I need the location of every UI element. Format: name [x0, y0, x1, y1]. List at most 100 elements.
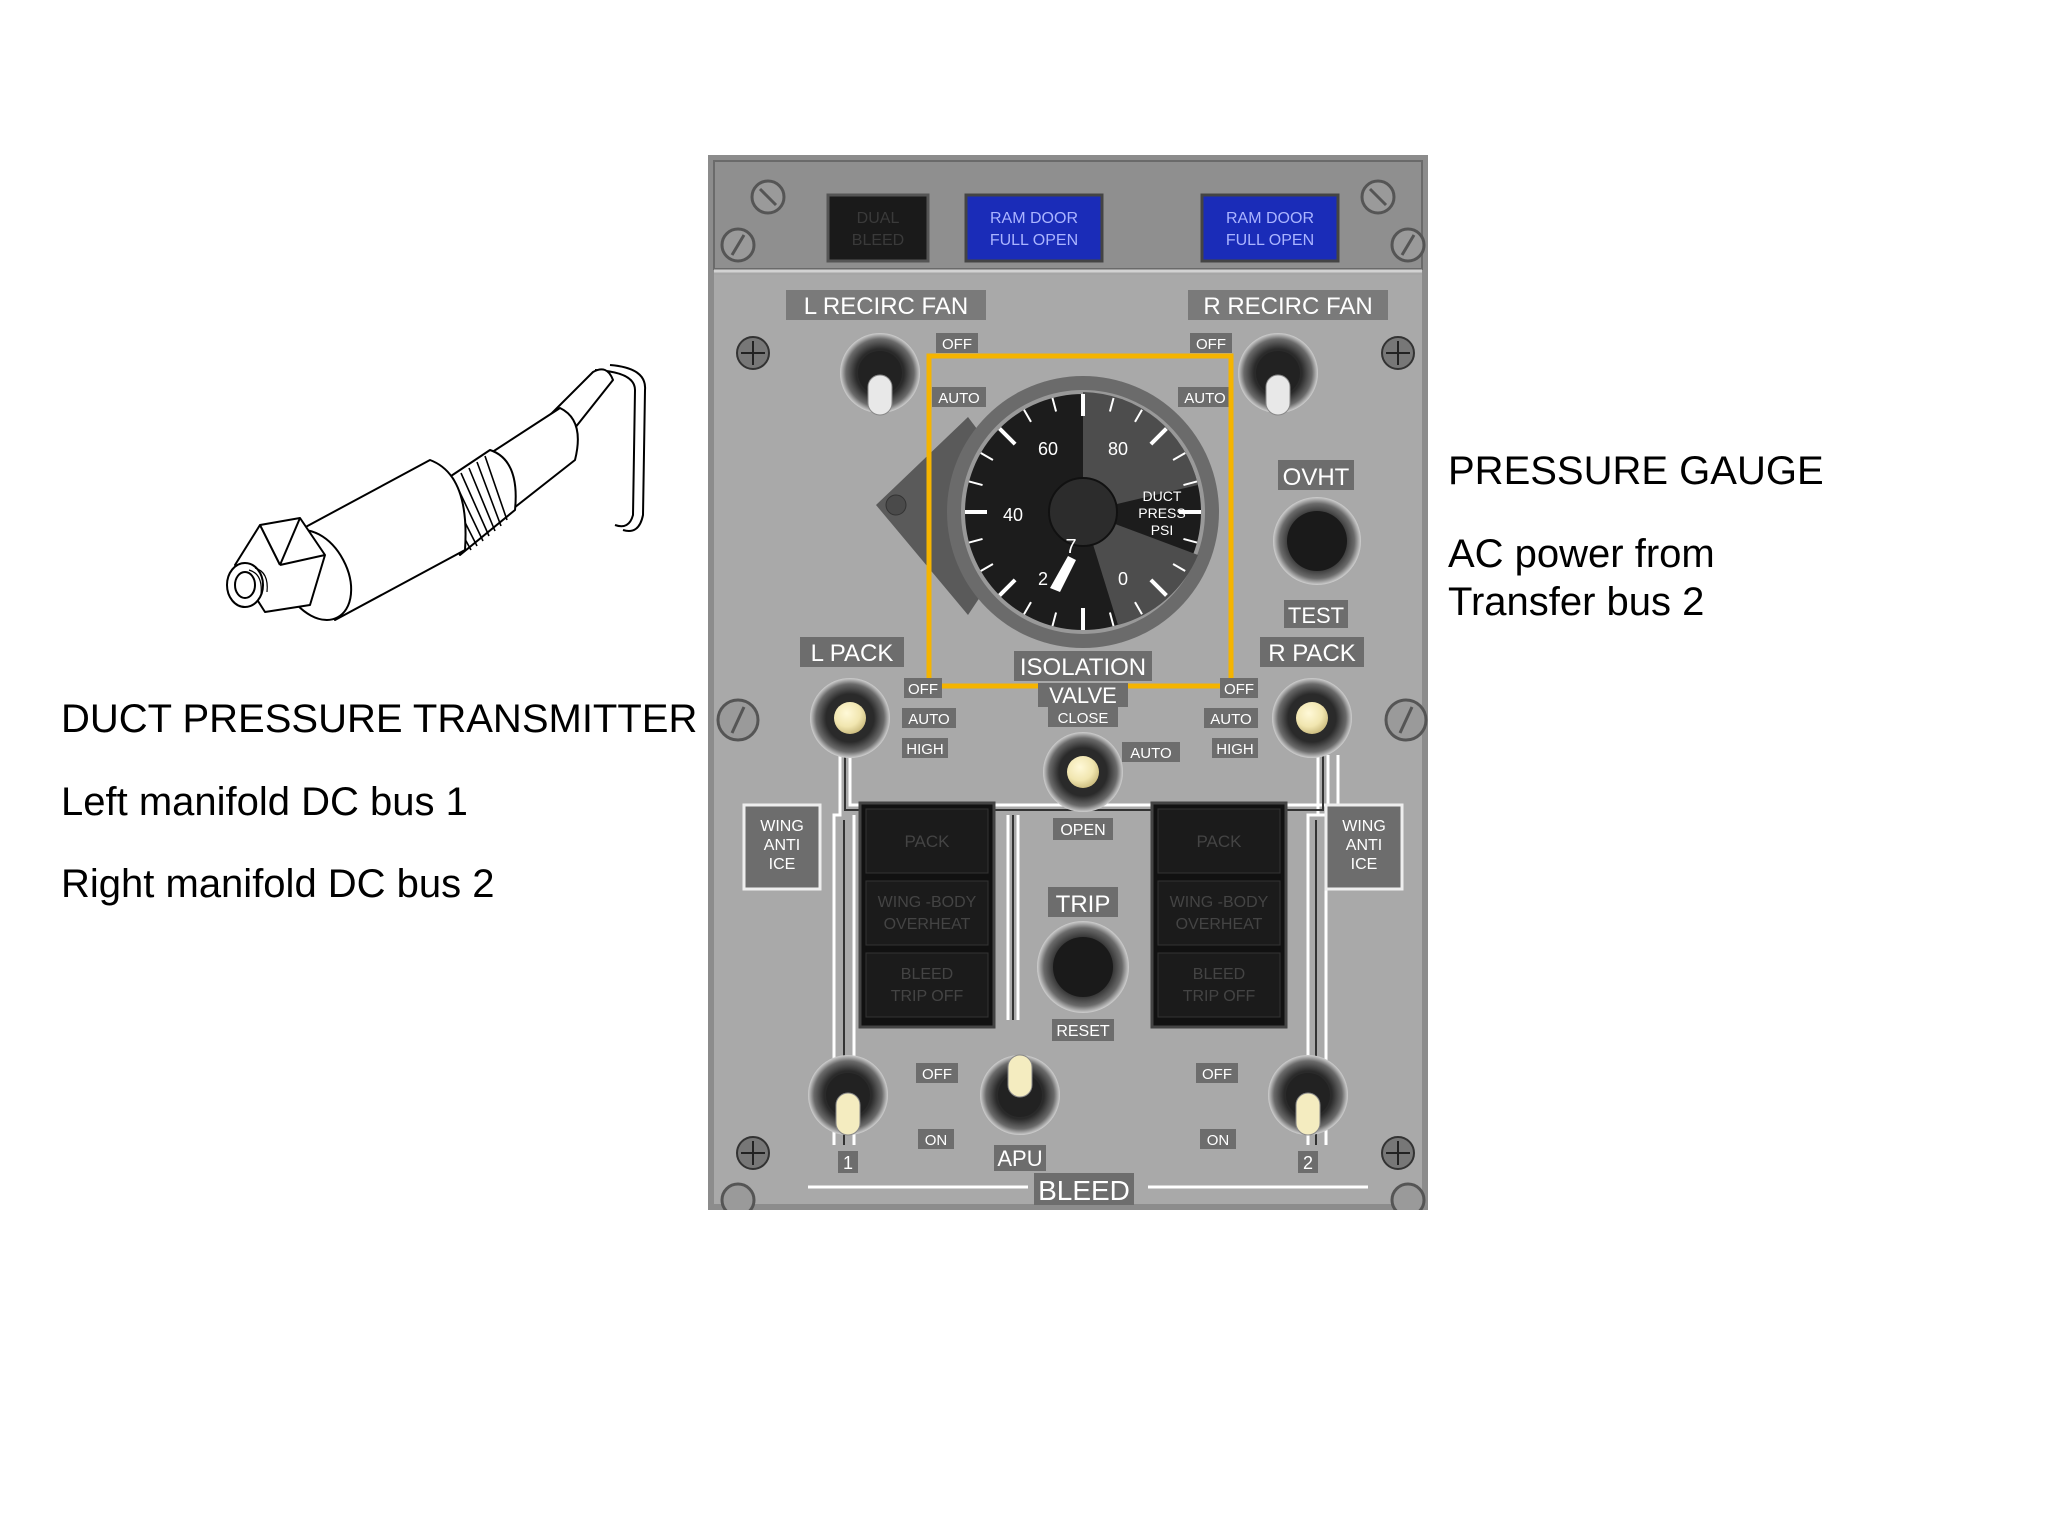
engine-2-bleed-switch[interactable] — [1268, 1055, 1348, 1136]
apu-label: APU — [997, 1146, 1042, 1171]
ovht-test-button[interactable] — [1273, 497, 1361, 585]
gauge-tick-mark — [1134, 409, 1143, 423]
gauge-tick-0: 0 — [1118, 569, 1128, 589]
l-pack-selector[interactable] — [810, 678, 890, 758]
engine-1-bleed-switch[interactable] — [808, 1055, 888, 1136]
r-pack-auto: AUTO — [1210, 711, 1251, 728]
gauge-tick-mark — [1051, 612, 1058, 627]
dual-bleed-line2: BLEED — [852, 232, 904, 249]
test-label: TEST — [1288, 603, 1344, 628]
r-recirc-fan-switch[interactable] — [1238, 333, 1318, 416]
gauge-tick-40: 40 — [1003, 505, 1023, 525]
ram-door-left-line1: RAM DOOR — [990, 210, 1078, 227]
l-pack-off: OFF — [908, 681, 938, 698]
gauge-tick-mark — [1172, 452, 1186, 461]
gauge-tick-mark — [1134, 601, 1143, 615]
gauge-tick-mark — [1149, 427, 1168, 446]
ram-door-right-line2: FULL OPEN — [1226, 232, 1314, 249]
gauge-tick-mark — [998, 427, 1017, 446]
gauge-tick-mark — [1023, 409, 1032, 423]
ram-door-right-line1: RAM DOOR — [1226, 210, 1314, 227]
left-bleed-trip-1: BLEED — [901, 966, 953, 983]
gauge-tick-2: 2 — [1038, 569, 1048, 589]
bleed-air-panel: DUAL BLEED RAM DOOR FULL OPEN RAM DOOR F… — [708, 155, 1428, 1210]
r-pack-high: HIGH — [1216, 741, 1254, 758]
right-wing-body-2: OVERHEAT — [1176, 916, 1263, 933]
gauge-tick-mark — [968, 480, 983, 487]
gauge-ticks — [965, 394, 1201, 630]
isolation-open: OPEN — [1060, 822, 1105, 839]
gauge-tick-mark — [1108, 612, 1115, 627]
gauge-label-press: PRESS — [1138, 505, 1185, 521]
l-pack-auto: AUTO — [908, 711, 949, 728]
wing-anti-ice-right-box: WING ANTI ICE — [1324, 803, 1404, 891]
left-bleed-trip-2: TRIP OFF — [891, 988, 964, 1005]
left-wing-body-2: OVERHEAT — [884, 916, 971, 933]
left-pack-annunciator: PACK — [904, 832, 950, 851]
gauge-tick-mark — [980, 452, 994, 461]
right-bleed-trip-2: TRIP OFF — [1183, 988, 1256, 1005]
gauge-title: PRESSURE GAUGE — [1448, 449, 1824, 493]
engine-1-label: 1 — [843, 1153, 853, 1173]
bleed-on-right: ON — [1207, 1132, 1230, 1149]
ram-door-left-line2: FULL OPEN — [990, 232, 1078, 249]
gauge-label-psi: PSI — [1151, 522, 1174, 538]
apu-bleed-switch[interactable] — [980, 1054, 1060, 1135]
gauge-label-duct: DUCT — [1143, 488, 1182, 504]
gauge-tick-mark — [1051, 397, 1058, 412]
valve-label: VALVE — [1049, 683, 1117, 708]
bleed-label: BLEED — [1038, 1175, 1130, 1206]
l-fan-off: OFF — [942, 336, 972, 353]
transmitter-right-manifold: Right manifold DC bus 2 — [61, 862, 495, 906]
isolation-valve-selector[interactable] — [1043, 732, 1123, 812]
gauge-tick-mark — [1108, 397, 1115, 412]
trip-label: TRIP — [1056, 891, 1111, 918]
wai-left-3: ICE — [769, 856, 796, 873]
duct-pressure-transmitter-drawing — [226, 364, 647, 621]
reset-label: RESET — [1056, 1023, 1110, 1040]
l-recirc-fan-switch[interactable] — [840, 333, 920, 416]
right-bleed-trip-1: BLEED — [1193, 966, 1245, 983]
wai-right-3: ICE — [1351, 856, 1378, 873]
gauge-tick-mark — [1183, 537, 1198, 544]
r-pack-selector[interactable] — [1272, 678, 1352, 758]
gauge-tick-mark — [1023, 601, 1032, 615]
ram-door-right-annunciator: RAM DOOR FULL OPEN — [1200, 193, 1340, 263]
isolation-auto: AUTO — [1130, 745, 1171, 762]
l-pack-high: HIGH — [906, 741, 944, 758]
left-wing-body-1: WING -BODY — [878, 894, 977, 911]
right-wing-body-1: WING -BODY — [1170, 894, 1269, 911]
gauge-tick-mark — [968, 537, 983, 544]
bleed-off-right: OFF — [1202, 1066, 1232, 1083]
l-recirc-fan-label: L RECIRC FAN — [804, 293, 968, 320]
wai-left-1: WING — [760, 818, 804, 835]
r-fan-off: OFF — [1196, 336, 1226, 353]
l-pack-label: L PACK — [811, 640, 894, 667]
wai-right-1: WING — [1342, 818, 1386, 835]
gauge-tick-mark — [1149, 578, 1168, 597]
isolation-label: ISOLATION — [1020, 654, 1146, 681]
left-annunciator-stack: PACK WING -BODY OVERHEAT BLEED TRIP OFF — [858, 801, 996, 1029]
close-label: CLOSE — [1058, 710, 1109, 727]
gauge-tick-60: 60 — [1038, 439, 1058, 459]
gauge-needle-left — [1050, 556, 1076, 592]
r-pack-off: OFF — [1224, 681, 1254, 698]
trip-reset-button[interactable] — [1037, 921, 1129, 1013]
wai-right-2: ANTI — [1346, 837, 1382, 854]
right-pack-annunciator: PACK — [1196, 832, 1242, 851]
wing-anti-ice-left-box: WING ANTI ICE — [742, 803, 822, 891]
gauge-tick-80: 80 — [1108, 439, 1128, 459]
l-fan-auto: AUTO — [938, 390, 979, 407]
duct-lines — [808, 755, 1368, 1189]
r-fan-auto: AUTO — [1184, 390, 1225, 407]
ovht-label: OVHT — [1283, 464, 1350, 491]
gauge-power-line1: AC power from — [1448, 532, 1715, 576]
gauge-tick-mark — [1172, 563, 1186, 572]
r-recirc-fan-label: R RECIRC FAN — [1203, 293, 1372, 320]
dual-bleed-annunciator: DUAL BLEED — [826, 193, 930, 263]
gauge-tick-mark — [998, 578, 1017, 597]
ram-door-left-annunciator: RAM DOOR FULL OPEN — [964, 193, 1104, 263]
gauge-tick-mark — [980, 563, 994, 572]
r-pack-label: R PACK — [1268, 640, 1356, 667]
transmitter-left-manifold: Left manifold DC bus 1 — [61, 780, 468, 824]
